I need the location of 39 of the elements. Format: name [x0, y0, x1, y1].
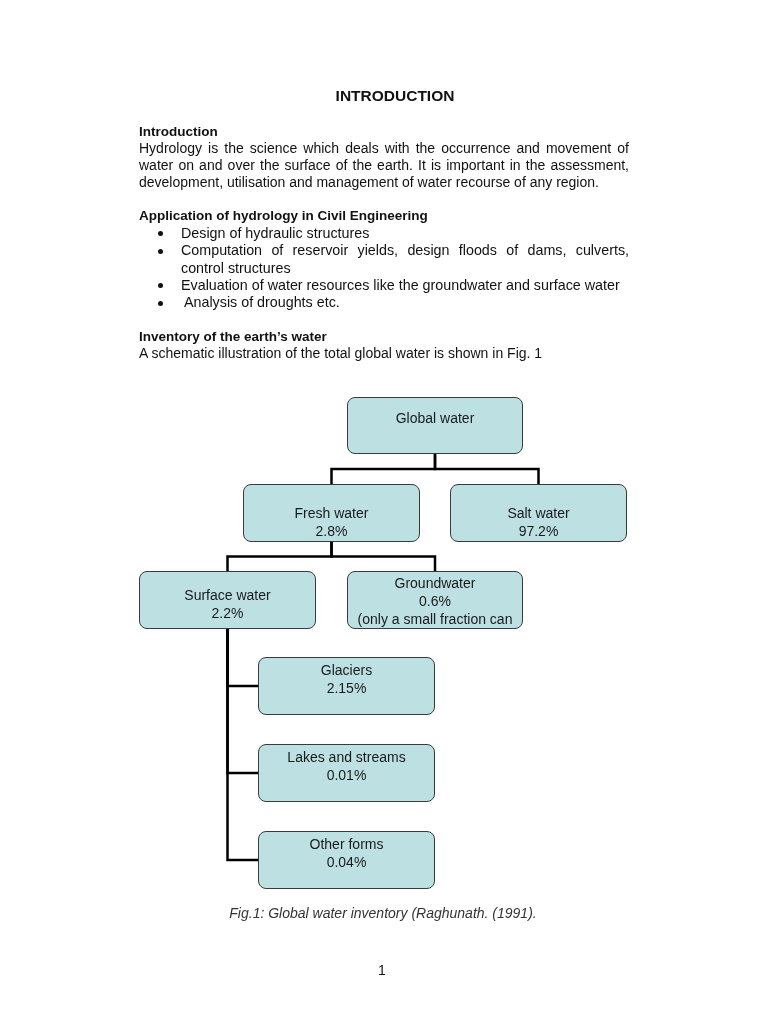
category-name: Glaciers [320, 661, 373, 679]
category-box [258, 657, 435, 715]
percentage-value: 97.2% [518, 522, 559, 540]
category-box [347, 571, 523, 629]
figure-caption: Fig.1: Global water inventory (Raghunath. (1991). [229, 904, 537, 922]
category-box [139, 571, 316, 629]
section-heading: Introduction [139, 122, 218, 140]
page-number: 1 [378, 961, 386, 979]
percentage-value: 2.8% [315, 522, 348, 540]
connector-line [226, 629, 258, 862]
category-name: Surface water [184, 586, 271, 604]
category-name: Salt water [507, 504, 570, 522]
percentage-value: 2.15% [326, 679, 367, 697]
category-name: Other forms [309, 835, 384, 853]
category-box [347, 397, 523, 454]
category-box [258, 744, 435, 802]
page-title: INTRODUCTION [335, 87, 455, 105]
body-paragraph: Hydrology is the science which deals with the occurrence and movement of water on and over the surface of the earth. It is important in the assessment, development, utilisation and management of water recourse of any region. [139, 139, 629, 191]
category-name: Fresh water [294, 504, 369, 522]
bullet-text: Design of hydraulic structures [181, 224, 371, 242]
bullet-text: Evaluation of water resources like the groundwater and surface water [181, 276, 621, 294]
bullet-text: Computation of reservoir yields, design floods of dams, culverts, control structures [181, 242, 629, 277]
body-paragraph: A schematic illustration of the total global water is shown in Fig. 1 [139, 344, 543, 362]
percentage-value: 0.04% [326, 853, 367, 871]
section-heading: Inventory of the earth’s water [139, 327, 327, 345]
percentage-value: 2.2% [211, 604, 244, 622]
category-name: Global water [395, 409, 475, 427]
section-heading: Application of hydrology in Civil Engineering [139, 206, 428, 224]
category-box [258, 831, 435, 889]
percentage-value: 0.01% [326, 766, 367, 784]
note-text: (only a small fraction can [357, 610, 513, 628]
connector-line [433, 454, 540, 484]
bullet-text: Analysis of droughts etc. [184, 294, 341, 312]
category-box [243, 484, 420, 542]
category-name: Lakes and streams [287, 748, 406, 766]
category-name: Groundwater [394, 574, 476, 592]
category-box [450, 484, 627, 542]
percentage-value: 0.6% [419, 592, 451, 610]
connector-line [330, 542, 437, 571]
